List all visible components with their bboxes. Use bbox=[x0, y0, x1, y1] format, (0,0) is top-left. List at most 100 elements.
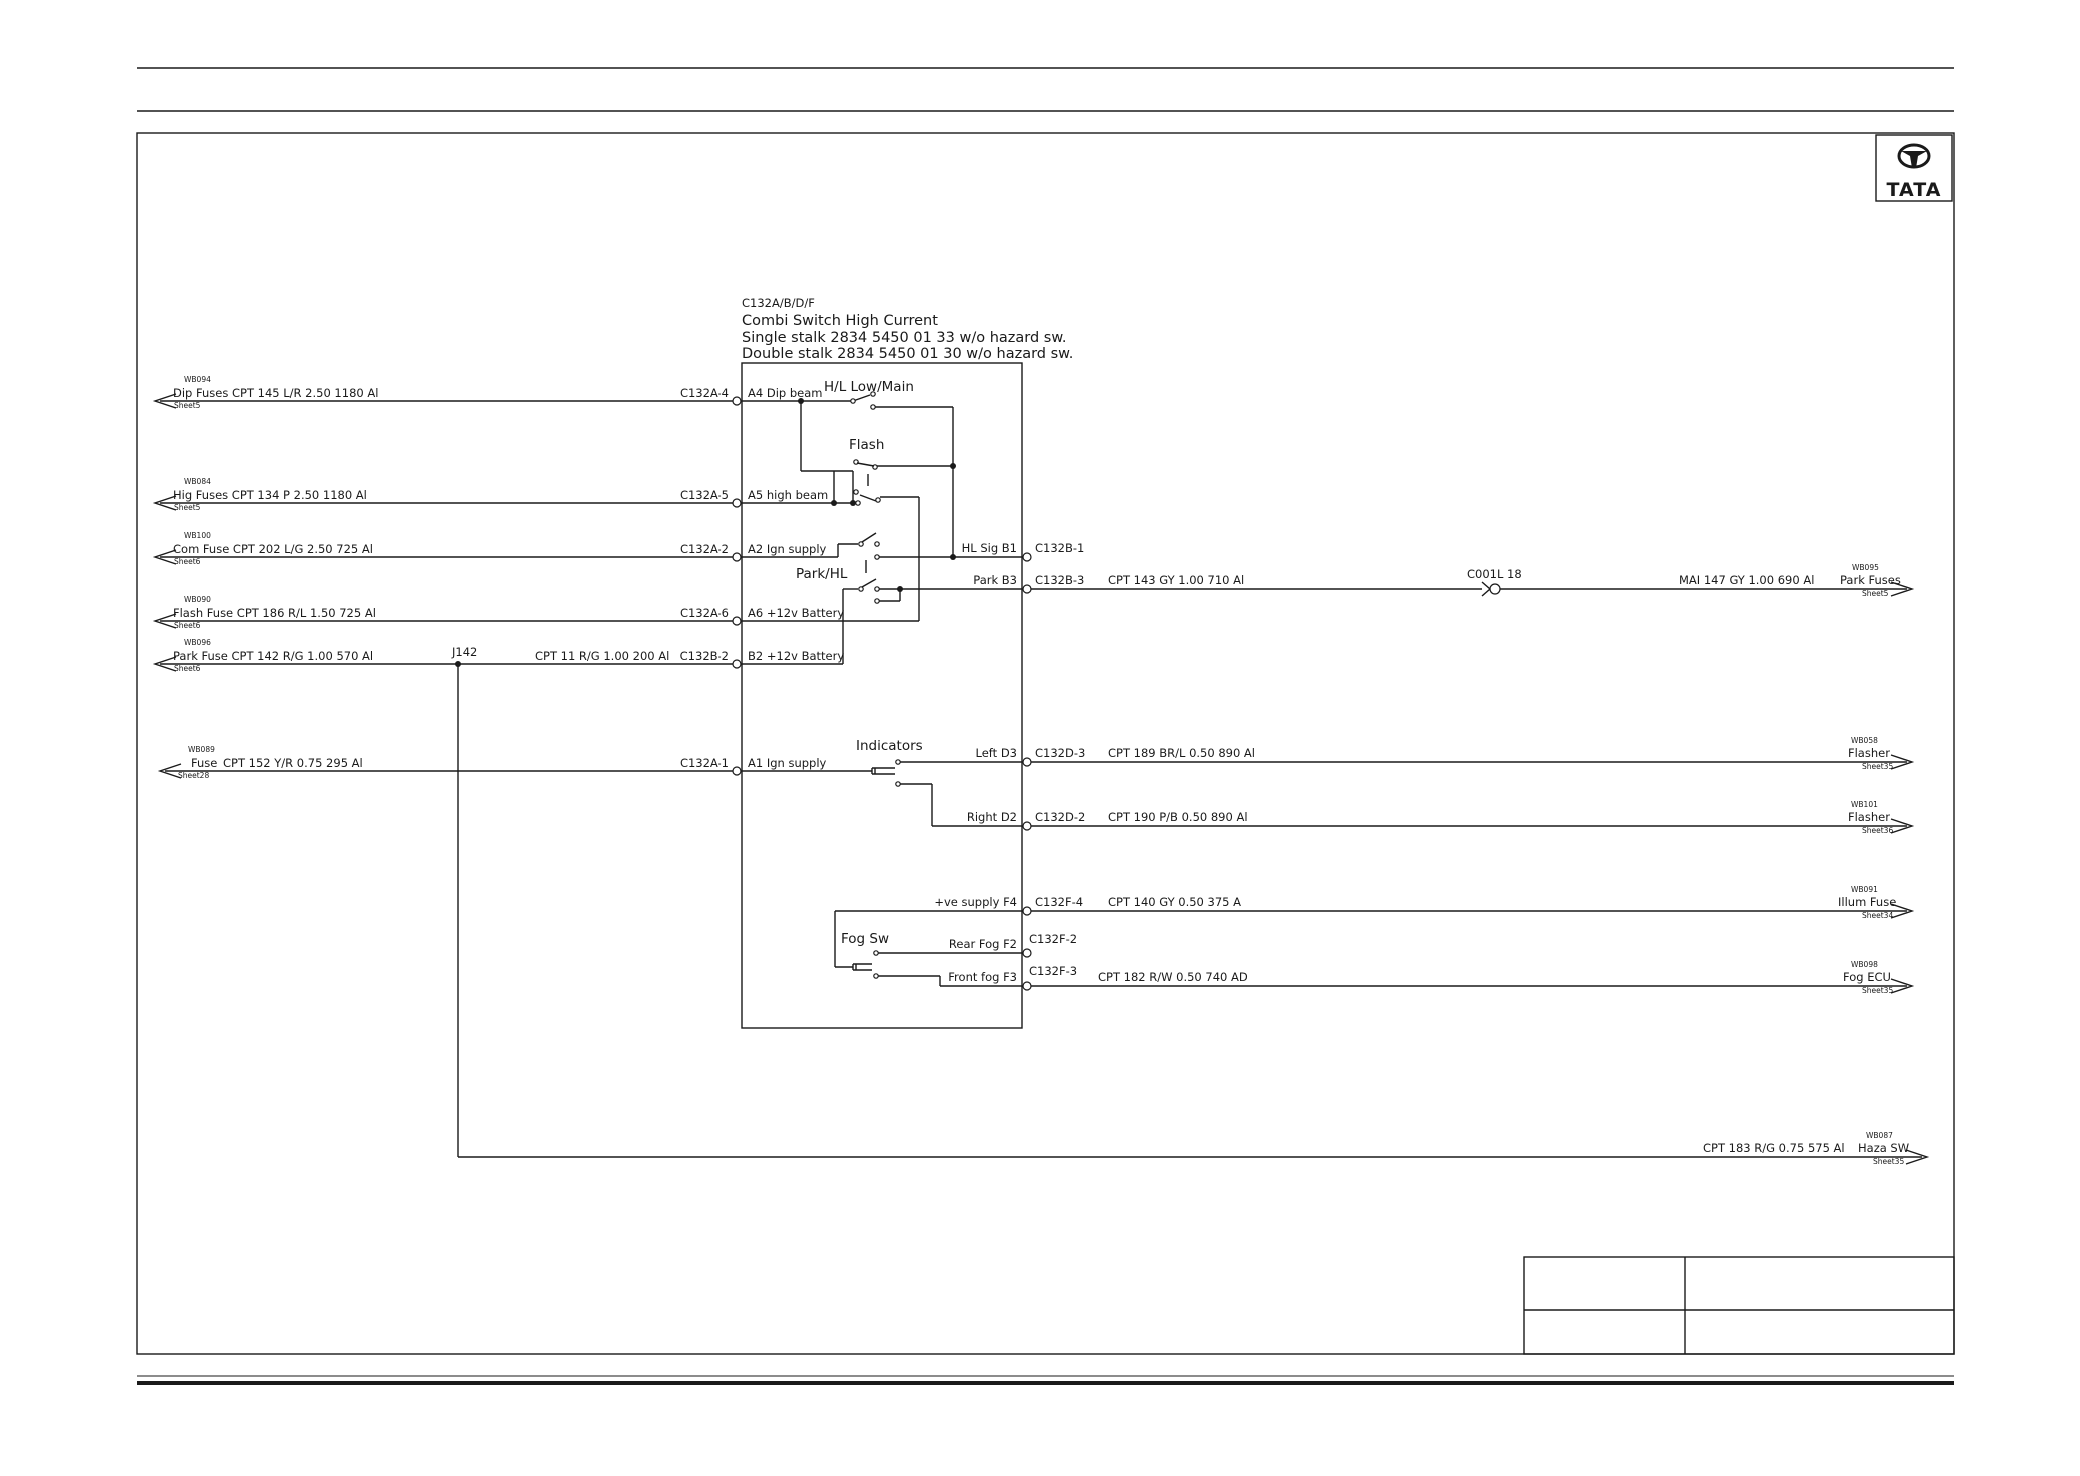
frontfog-ref: WB098 bbox=[1851, 960, 1878, 969]
high-connector: C132A-5 bbox=[680, 488, 729, 502]
right-ref: WB101 bbox=[1851, 800, 1878, 809]
com-pin: A2 Ign supply bbox=[748, 542, 827, 556]
ign-sheet: Sheet28 bbox=[178, 771, 209, 780]
high-wire: Hig Fuses CPT 134 P 2.50 1180 Al bbox=[173, 488, 367, 502]
flash-wire: Flash Fuse CPT 186 R/L 1.50 725 Al bbox=[173, 606, 376, 620]
parkb3-pin: Park B3 bbox=[973, 573, 1017, 587]
right-pin: Right D2 bbox=[967, 810, 1017, 824]
left-sheet: Sheet35 bbox=[1862, 762, 1893, 771]
flash-sheet: Sheet6 bbox=[174, 621, 201, 630]
rearfog-connector: C132F-2 bbox=[1029, 932, 1077, 946]
circuit-hl-sig: HL Sig B1 C132B-1 bbox=[962, 541, 1084, 562]
left-pin: Left D3 bbox=[976, 746, 1017, 760]
switch-label-hl: H/L Low/Main bbox=[824, 379, 914, 395]
high-sheet: Sheet5 bbox=[174, 503, 201, 512]
left-dest: Flasher bbox=[1848, 746, 1890, 760]
high-ref: WB084 bbox=[184, 477, 211, 486]
parkb3-wire: CPT 143 GY 1.00 710 Al bbox=[1108, 573, 1244, 587]
circuit-front-fog: Front fog F3 C132F-3 CPT 182 R/W 0.50 74… bbox=[948, 960, 1915, 995]
rearfog-pin: Rear Fog F2 bbox=[949, 937, 1017, 951]
switch-label-indicators: Indicators bbox=[856, 738, 923, 754]
component-id: C132A/B/D/F bbox=[742, 296, 815, 310]
circuit-rear-fog: Rear Fog F2 C132F-2 bbox=[878, 932, 1077, 958]
title-block bbox=[1523, 1256, 1955, 1355]
right-connector: C132D-2 bbox=[1035, 810, 1085, 824]
hazard-ref: WB087 bbox=[1866, 1131, 1893, 1140]
parkb3-sheet: Sheet5 bbox=[1862, 589, 1889, 598]
dip-pin: A4 Dip beam bbox=[748, 386, 822, 400]
right-dest: Flasher bbox=[1848, 810, 1890, 824]
hazard-sheet: Sheet35 bbox=[1873, 1157, 1904, 1166]
ign-ref: WB089 bbox=[188, 745, 215, 754]
frontfog-connector: C132F-3 bbox=[1029, 964, 1077, 978]
illum-connector: C132F-4 bbox=[1035, 895, 1083, 909]
hlsig-connector: C132B-1 bbox=[1035, 541, 1084, 555]
parkb3-ref: WB095 bbox=[1852, 563, 1879, 572]
component-name: Combi Switch High Current bbox=[742, 313, 938, 329]
dip-sheet: Sheet5 bbox=[174, 401, 201, 410]
park-pin: B2 +12v Battery bbox=[748, 649, 844, 663]
flash-connector: C132A-6 bbox=[680, 606, 729, 620]
parkb3-wire2: MAI 147 GY 1.00 690 Al bbox=[1679, 573, 1814, 587]
left-wire: CPT 189 BR/L 0.50 890 Al bbox=[1108, 746, 1255, 760]
component-single-stalk: Single stalk 2834 5450 01 33 w/o hazard … bbox=[742, 330, 1067, 346]
park-connector: C132B-2 bbox=[680, 649, 729, 663]
hazard-wire: CPT 183 R/G 0.75 575 Al bbox=[1703, 1141, 1845, 1155]
circuit-park-b3: Park B3 C132B-3 CPT 143 GY 1.00 710 Al C… bbox=[973, 563, 1915, 598]
ign-text: Fuse bbox=[191, 756, 217, 770]
com-sheet: Sheet6 bbox=[174, 557, 201, 566]
combi-switch-body bbox=[741, 362, 1023, 1029]
circuit-illum-supply: +ve supply F4 C132F-4 CPT 140 GY 0.50 37… bbox=[934, 885, 1915, 920]
right-sheet: Sheet36 bbox=[1862, 826, 1893, 835]
frontfog-sheet: Sheet35 bbox=[1862, 986, 1893, 995]
frontfog-pin: Front fog F3 bbox=[948, 970, 1017, 984]
frontfog-dest: Fog ECU bbox=[1843, 970, 1891, 984]
internal-switching: H/L Low/Main Flash Park/HL Indicators Fo… bbox=[742, 379, 1022, 987]
park-sheet: Sheet6 bbox=[174, 664, 201, 673]
junction-id: J142 bbox=[451, 645, 477, 659]
drawing-frame bbox=[136, 132, 1955, 1355]
frontfog-wire: CPT 182 R/W 0.50 740 AD bbox=[1098, 970, 1248, 984]
illum-ref: WB091 bbox=[1851, 885, 1878, 894]
park-wire: Park Fuse CPT 142 R/G 1.00 570 Al bbox=[173, 649, 373, 663]
parkb3-inline: C001L 18 bbox=[1467, 567, 1522, 581]
illum-dest: Illum Fuse bbox=[1838, 895, 1896, 909]
circuit-ign-fuse: WB089 Fuse CPT 152 Y/R 0.75 295 Al Sheet… bbox=[157, 745, 827, 780]
ign-pin: A1 Ign supply bbox=[748, 756, 827, 770]
parkb3-connector: C132B-3 bbox=[1035, 573, 1084, 587]
com-wire: Com Fuse CPT 202 L/G 2.50 725 Al bbox=[173, 542, 373, 556]
circuit-high-beam: WB084 Hig Fuses CPT 134 P 2.50 1180 Al S… bbox=[152, 477, 828, 512]
right-wire: CPT 190 P/B 0.50 890 Al bbox=[1108, 810, 1248, 824]
switch-label-fog: Fog Sw bbox=[841, 931, 889, 947]
parkb3-dest: Park Fuses bbox=[1840, 573, 1901, 587]
junction-wire: CPT 11 R/G 1.00 200 Al bbox=[535, 649, 669, 663]
dip-wire: Dip Fuses CPT 145 L/R 2.50 1180 Al bbox=[173, 386, 378, 400]
circuit-com-fuse: WB100 Com Fuse CPT 202 L/G 2.50 725 Al S… bbox=[152, 531, 827, 566]
high-pin: A5 high beam bbox=[748, 488, 828, 502]
com-ref: WB100 bbox=[184, 531, 211, 540]
hlsig-pin: HL Sig B1 bbox=[962, 541, 1017, 555]
flash-ref: WB090 bbox=[184, 595, 211, 604]
circuit-flash-fuse: WB090 Flash Fuse CPT 186 R/L 1.50 725 Al… bbox=[152, 595, 844, 630]
ign-wire: CPT 152 Y/R 0.75 295 Al bbox=[223, 756, 363, 770]
circuit-right-indicator: Right D2 C132D-2 CPT 190 P/B 0.50 890 Al… bbox=[967, 800, 1915, 835]
circuit-hazard: WB087 CPT 183 R/G 0.75 575 Al Haza SW Sh… bbox=[457, 664, 1930, 1166]
flash-pin: A6 +12v Battery bbox=[748, 606, 844, 620]
circuit-dip-beam: WB094 Dip Fuses CPT 145 L/R 2.50 1180 Al… bbox=[152, 375, 822, 410]
logo-text: TATA bbox=[1887, 179, 1942, 201]
dip-connector: C132A-4 bbox=[680, 386, 729, 400]
ign-connector: C132A-1 bbox=[680, 756, 729, 770]
left-ref: WB058 bbox=[1851, 736, 1878, 745]
illum-pin: +ve supply F4 bbox=[934, 895, 1017, 909]
illum-sheet: Sheet34 bbox=[1862, 911, 1893, 920]
switch-label-park-hl: Park/HL bbox=[796, 566, 848, 582]
com-connector: C132A-2 bbox=[680, 542, 729, 556]
tata-logo: TATA bbox=[1875, 134, 1953, 202]
hazard-dest: Haza SW bbox=[1858, 1141, 1909, 1155]
component-double-stalk: Double stalk 2834 5450 01 30 w/o hazard … bbox=[742, 346, 1073, 362]
switch-label-flash: Flash bbox=[849, 437, 884, 453]
circuit-park-fuse: WB096 Park Fuse CPT 142 R/G 1.00 570 Al … bbox=[152, 638, 844, 673]
circuit-left-indicator: Left D3 C132D-3 CPT 189 BR/L 0.50 890 Al… bbox=[976, 736, 1915, 771]
